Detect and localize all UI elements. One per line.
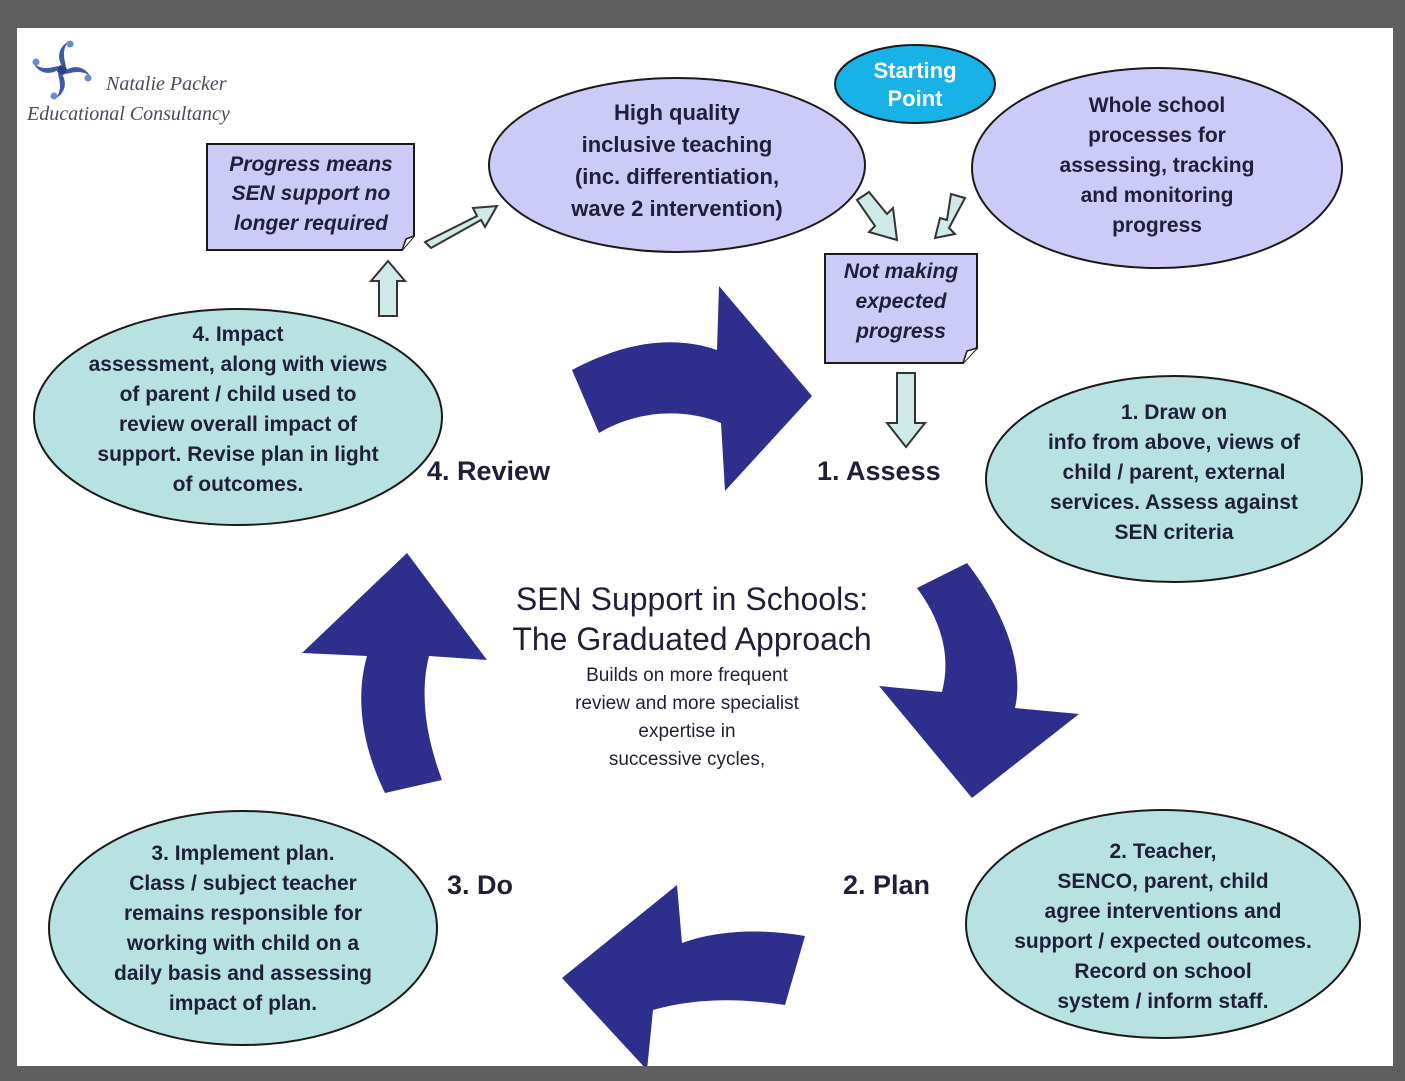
plan-line-6: system / inform staff. — [1057, 990, 1268, 1013]
logo: Natalie Packer Educational Consultancy — [26, 40, 230, 125]
logo-mark-icon — [32, 40, 92, 100]
assess-line-5: SEN criteria — [1114, 521, 1233, 544]
note-progress-line-3: longer required — [234, 212, 389, 235]
plan-line-3: agree interventions and — [1045, 900, 1282, 923]
arrow-teaching-to-note — [855, 190, 899, 242]
note-expected-line-2: expected — [855, 290, 947, 313]
note-progress-line-1: Progress means — [229, 153, 392, 176]
plan-line-4: support / expected outcomes. — [1014, 930, 1312, 953]
review-line-1: 4. Impact — [192, 323, 283, 346]
stage-label-plan: 2. Plan — [843, 870, 930, 900]
do-line-1: 3. Implement plan. — [151, 842, 334, 865]
do-line-4: working with child on a — [126, 932, 359, 955]
teaching-line-4: wave 2 intervention) — [570, 196, 783, 221]
whole-school-line-4: and monitoring — [1081, 184, 1234, 207]
whole-school-ellipse — [971, 67, 1343, 269]
plan-line-5: Record on school — [1074, 960, 1251, 983]
cycle-arrows — [302, 286, 1079, 1066]
review-line-3: of parent / child used to — [120, 383, 357, 406]
stage-label-review: 4. Review — [427, 456, 551, 486]
center-title-line-1: SEN Support in Schools: — [516, 581, 868, 617]
do-line-2: Class / subject teacher — [129, 872, 357, 895]
plan-ellipse — [965, 809, 1361, 1039]
note-progress-line-2: SEN support no — [232, 182, 391, 205]
assess-line-4: services. Assess against — [1050, 491, 1298, 514]
note-expected-line-3: progress — [855, 320, 946, 343]
starting-point-line-2: Point — [888, 86, 944, 111]
teaching-ellipse — [488, 77, 866, 253]
note-expected-line-1: Not making — [844, 260, 959, 283]
starting-point-line-1: Starting — [873, 58, 956, 83]
assess-line-2: info from above, views of — [1048, 431, 1301, 454]
review-line-4: review overall impact of — [119, 413, 358, 436]
arrow-review-to-progress-note — [368, 259, 408, 317]
do-line-5: daily basis and assessing — [114, 962, 372, 985]
teaching-line-1: High quality — [614, 100, 741, 125]
center-sub-line-3: expertise in — [638, 721, 735, 742]
do-line-6: impact of plan. — [169, 992, 317, 1015]
do-ellipse — [48, 810, 438, 1046]
cycle-arrow-review-to-assess — [572, 286, 812, 491]
cycle-arrow-plan-to-do — [562, 885, 805, 1066]
center-title-line-2: The Graduated Approach — [512, 621, 871, 657]
assess-line-1: 1. Draw on — [1121, 401, 1227, 424]
light-arrows — [368, 190, 967, 449]
review-line-6: of outcomes. — [173, 473, 304, 496]
center-sub-line-4: successive cycles, — [609, 749, 765, 770]
starting-point-ellipse — [834, 44, 996, 124]
review-ellipse — [33, 308, 443, 526]
whole-school-line-5: progress — [1112, 214, 1202, 237]
cycle-arrow-assess-to-plan — [879, 563, 1079, 798]
center-sub-line-2: review and more specialist — [575, 693, 800, 714]
teaching-line-2: inclusive teaching — [582, 132, 773, 157]
plan-line-1: 2. Teacher, — [1109, 840, 1216, 863]
teaching-line-3: (inc. differentiation, — [575, 164, 779, 189]
whole-school-line-1: Whole school — [1089, 94, 1226, 117]
arrow-note-to-assess — [884, 372, 928, 449]
cycle-arrow-do-to-review — [302, 553, 487, 793]
whole-school-line-2: processes for — [1088, 124, 1226, 147]
assess-line-3: child / parent, external — [1063, 461, 1286, 484]
diagram-canvas: Natalie Packer Educational Consultancy H… — [17, 28, 1393, 1066]
logo-line2: Educational Consultancy — [26, 103, 230, 125]
whole-school-line-3: assessing, tracking — [1060, 154, 1255, 177]
review-line-5: support. Revise plan in light — [97, 443, 378, 466]
arrow-whole-school-to-note — [933, 192, 967, 240]
do-line-3: remains responsible for — [124, 902, 362, 925]
assess-ellipse — [985, 375, 1363, 583]
arrow-progress-note-to-teaching — [423, 204, 499, 250]
center-sub-line-1: Builds on more frequent — [586, 665, 788, 686]
logo-line1: Natalie Packer — [105, 73, 227, 95]
note-not-making-progress: Not making expected progress — [824, 253, 978, 364]
plan-line-2: SENCO, parent, child — [1057, 870, 1268, 893]
stage-label-assess: 1. Assess — [817, 456, 941, 486]
review-line-2: assessment, along with views — [89, 353, 388, 376]
graduated-approach-diagram: Natalie Packer Educational Consultancy H… — [26, 40, 1363, 1066]
stage-label-do: 3. Do — [447, 870, 513, 900]
note-progress-means: Progress means SEN support no longer req… — [206, 143, 415, 251]
